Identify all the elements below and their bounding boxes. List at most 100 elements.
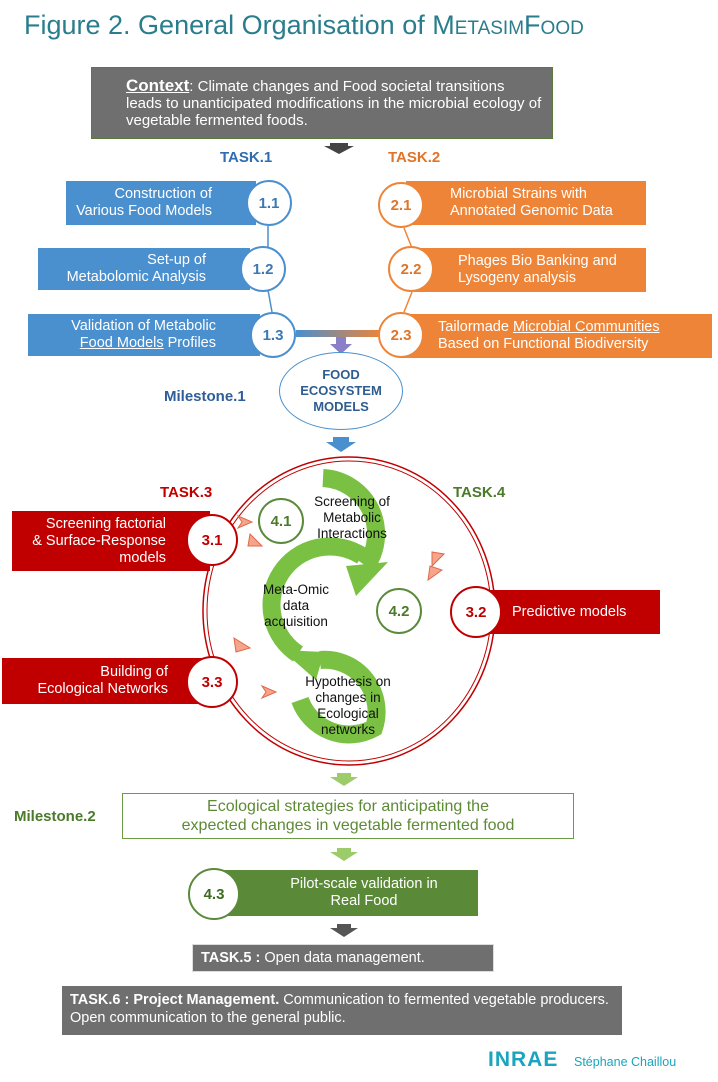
title-brand-m: M: [432, 10, 455, 40]
title-brand-end: OOD: [540, 18, 584, 39]
small-arrow-1: [236, 514, 254, 530]
arrow-down-ecostrat: [330, 848, 358, 861]
task5-head: TASK.5 :: [201, 950, 261, 966]
task6-head: TASK.6 : Project Management.: [70, 992, 280, 1008]
ecosystem-line3: MODELS: [313, 399, 369, 414]
task6-box: TASK.6 : Project Management. Communicati…: [62, 986, 622, 1035]
green-arrow-mid-head: [282, 650, 324, 680]
ecological-strategies-box: Ecological strategies for anticipating t…: [122, 793, 574, 839]
text-4-1-line1: Screening of: [314, 494, 390, 509]
text-4-2-line1: Meta-Omic: [262, 582, 329, 597]
band-2-2-line2: Lysogeny analysis: [458, 270, 576, 286]
milestone1-label: Milestone.1: [164, 388, 246, 405]
milestone2-label: Milestone.2: [14, 808, 96, 825]
circle-3-2: 3.2: [450, 586, 502, 638]
title-brand-f: F: [524, 10, 541, 40]
figure-title: Figure 2. General Organisation of METASI…: [24, 10, 584, 41]
task4-label: TASK.4: [453, 484, 506, 501]
band-1-2-line1: Set-up of: [147, 252, 206, 268]
text-4-1-line3: Interactions: [317, 526, 387, 541]
green-arrow-top-head: [346, 562, 388, 596]
context-heading: Context: [126, 76, 190, 95]
small-arrow-4: [427, 565, 444, 582]
small-arrow-5: [233, 637, 252, 653]
band-2-1-line1: Microbial Strains with: [450, 186, 587, 202]
band-1-3-underlined: Food Models: [79, 335, 164, 351]
band-2-1-line2: Annotated Genomic Data: [450, 203, 613, 219]
small-arrow-3: [431, 551, 446, 568]
connector-2-1-to-2-2: [403, 227, 413, 249]
task5-text: Open data management.: [260, 950, 425, 966]
ecostrat-line1: Ecological strategies for anticipating t…: [207, 798, 489, 815]
ecosystem-line2: ECOSYSTEM: [300, 383, 382, 398]
ecostrat-line2: expected changes in vegetable fermented …: [181, 817, 515, 834]
hypo-line3: Ecological: [317, 706, 379, 721]
circle-1-1: 1.1: [246, 180, 292, 226]
task2-label: TASK.2: [388, 149, 441, 166]
task1-label: TASK.1: [220, 149, 273, 166]
text-4-2-line2: data: [282, 598, 310, 613]
circle-1-2: 1.2: [240, 246, 286, 292]
task3-label: TASK.3: [160, 484, 213, 501]
task5-box: TASK.5 : Open data management.: [192, 944, 494, 972]
pilot-line2: Real Food: [330, 893, 398, 909]
band-3-3-line1: Building of: [100, 664, 168, 680]
arrow-down-ring: [330, 773, 358, 786]
band-3-2-text: Predictive models: [512, 603, 627, 620]
circle-2-1: 2.1: [378, 182, 424, 228]
circle-2-3: 2.3: [378, 312, 424, 358]
hypo-line2: changes in: [315, 690, 381, 705]
band-3-2: Predictive models: [470, 590, 660, 634]
pilot-line1: Pilot-scale validation in: [290, 876, 438, 892]
circle-3-1: 3.1: [186, 514, 238, 566]
small-arrow-2: [247, 532, 264, 547]
band-1-1-line2: Various Food Models: [76, 203, 212, 219]
task6-text: Communication to fermented vegetable pro…: [70, 992, 609, 1026]
band-2-2-line1: Phages Bio Banking and: [458, 253, 617, 269]
circle-4-2: 4.2: [376, 588, 422, 634]
green-arrow-bottom: [291, 650, 386, 744]
title-brand-mid: ETASIM: [454, 18, 525, 39]
connector-1-2-to-1-3: [267, 289, 273, 313]
small-arrow-6: [260, 684, 278, 700]
green-arrow-mid: [262, 537, 367, 662]
circle-4-1: 4.1: [258, 498, 304, 544]
band-3-1-line3: models: [119, 549, 166, 566]
circle-2-2: 2.2: [388, 246, 434, 292]
green-arrow-top: [322, 469, 386, 572]
band-1-2-line2: Metabolomic Analysis: [66, 269, 206, 285]
connector-2-2-to-2-3: [403, 291, 413, 313]
circle-1-3: 1.3: [250, 312, 296, 358]
band-2-3-line2: Based on Functional Biodiversity: [438, 336, 649, 352]
text-4-1-line2: Metabolic: [323, 510, 381, 525]
ecosystem-line1: FOOD: [322, 367, 360, 382]
arrow-down-pilot: [330, 924, 358, 937]
band-2-3-underlined: Microbial Communities: [512, 319, 660, 335]
context-box: Context: Climate changes and Food societ…: [91, 67, 553, 139]
circle-4-3: 4.3: [188, 868, 240, 920]
band-3-3-line2: Ecological Networks: [37, 681, 168, 697]
arrow-down-ecosystem: [326, 437, 356, 452]
band-2-3-line1: Tailormade: [438, 319, 513, 335]
band-1-3-line1: Validation of Metabolic: [71, 318, 216, 334]
band-1-3-line2: Profiles: [163, 335, 216, 351]
merge-bar: [296, 330, 382, 337]
context-text: : Climate changes and Food societal tran…: [126, 78, 542, 129]
text-4-2-line3: acquisition: [264, 614, 328, 629]
author-credit: Stéphane Chaillou: [574, 1055, 677, 1069]
arrow-down-context: [324, 143, 354, 154]
hypo-line1: Hypothesis on: [305, 674, 391, 689]
hypo-line4: networks: [320, 722, 376, 737]
